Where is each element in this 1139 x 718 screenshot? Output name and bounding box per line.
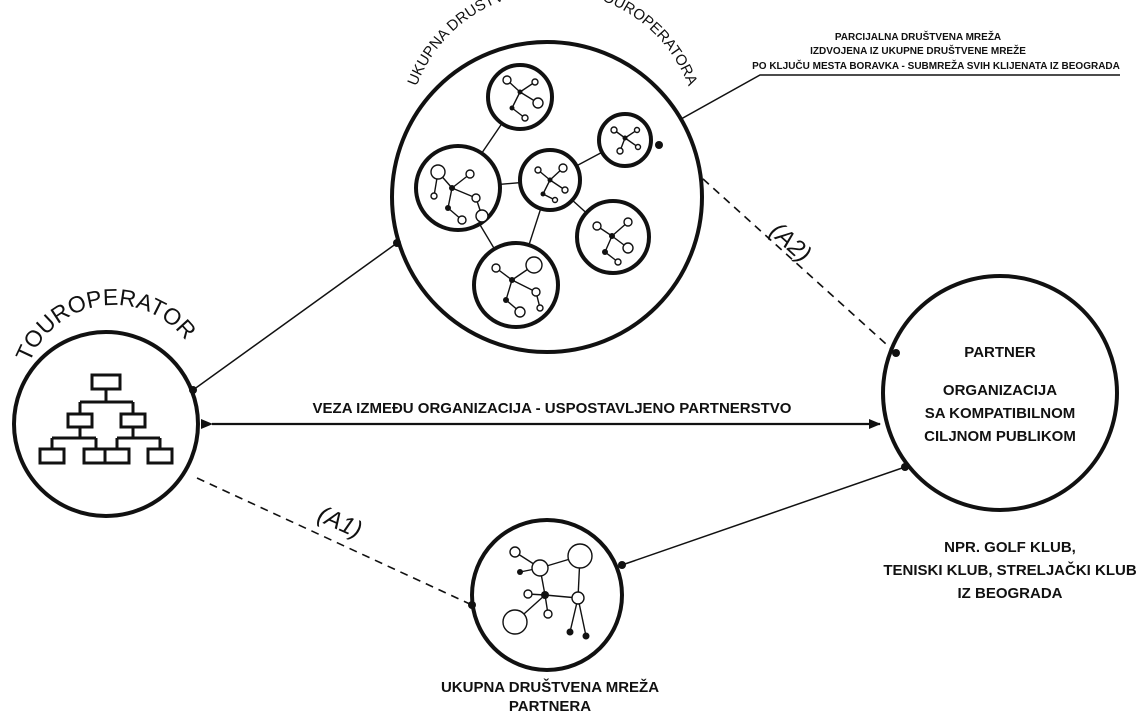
partner-desc-line1: ORGANIZACIJA [943,382,1057,399]
org-chart-icon [38,373,174,465]
subnetwork-cluster-bottom [472,241,560,329]
partner-desc-line3: CILJNOM PUBLIKOM [924,428,1076,445]
subnetwork-cluster-right [575,199,651,275]
partner-network-label-line2: PARTNERA [509,698,591,713]
connector-dot [618,561,626,569]
dashed-link-a2 [681,159,897,354]
subnetwork-cluster-left [414,144,502,232]
partner-network-label-line1: UKUPNA DRUŠTVENA MREŽA [441,678,659,696]
subnetwork-cluster-partial [597,112,653,168]
example-line3: IZ BEOGRADA [958,585,1063,602]
a1-label: (A1) [314,501,366,544]
partner-desc-line2: SA KOMPATIBILNOM [925,405,1076,422]
a2-label: (A2) [764,217,816,267]
connector-dot [901,463,909,471]
subnetwork-cluster-center [518,148,582,212]
connector-dot [468,601,476,609]
example-line1: NPR. GOLF KLUB, [944,539,1076,556]
connector-dot [189,386,197,394]
link-touroperator-total-network [192,242,398,391]
dashed-link-a1 [196,477,473,606]
partial-network-callout-line2: IZDVOJENA IZ UKUPNE DRUŠTVENE MREŽE [810,44,1026,57]
partial-network-callout-line1: PARCIJALNA DRUŠTVENA MREŽA [835,30,1001,43]
partner-circle[interactable] [881,274,1119,512]
partial-network-callout-line3: PO KLJUČU MESTA BORAVKA - SUBMREŽA SVIH … [752,59,1120,72]
link-partner-network-to-partner [621,466,906,566]
partnership-label: VEZA IZMEĐU ORGANIZACIJA - USPOSTAVLJENO… [313,400,792,417]
partner-network-icon [502,543,593,640]
connector-dot [892,349,900,357]
subnetwork-cluster-top [486,63,554,131]
touroperator-circle[interactable] [12,330,200,518]
partner-title: PARTNER [964,344,1036,361]
callout-line [646,74,1120,139]
connector-dot [655,141,663,149]
example-line2: TENISKI KLUB, STRELJAČKI KLUB [883,561,1137,579]
connector-dot [393,239,401,247]
